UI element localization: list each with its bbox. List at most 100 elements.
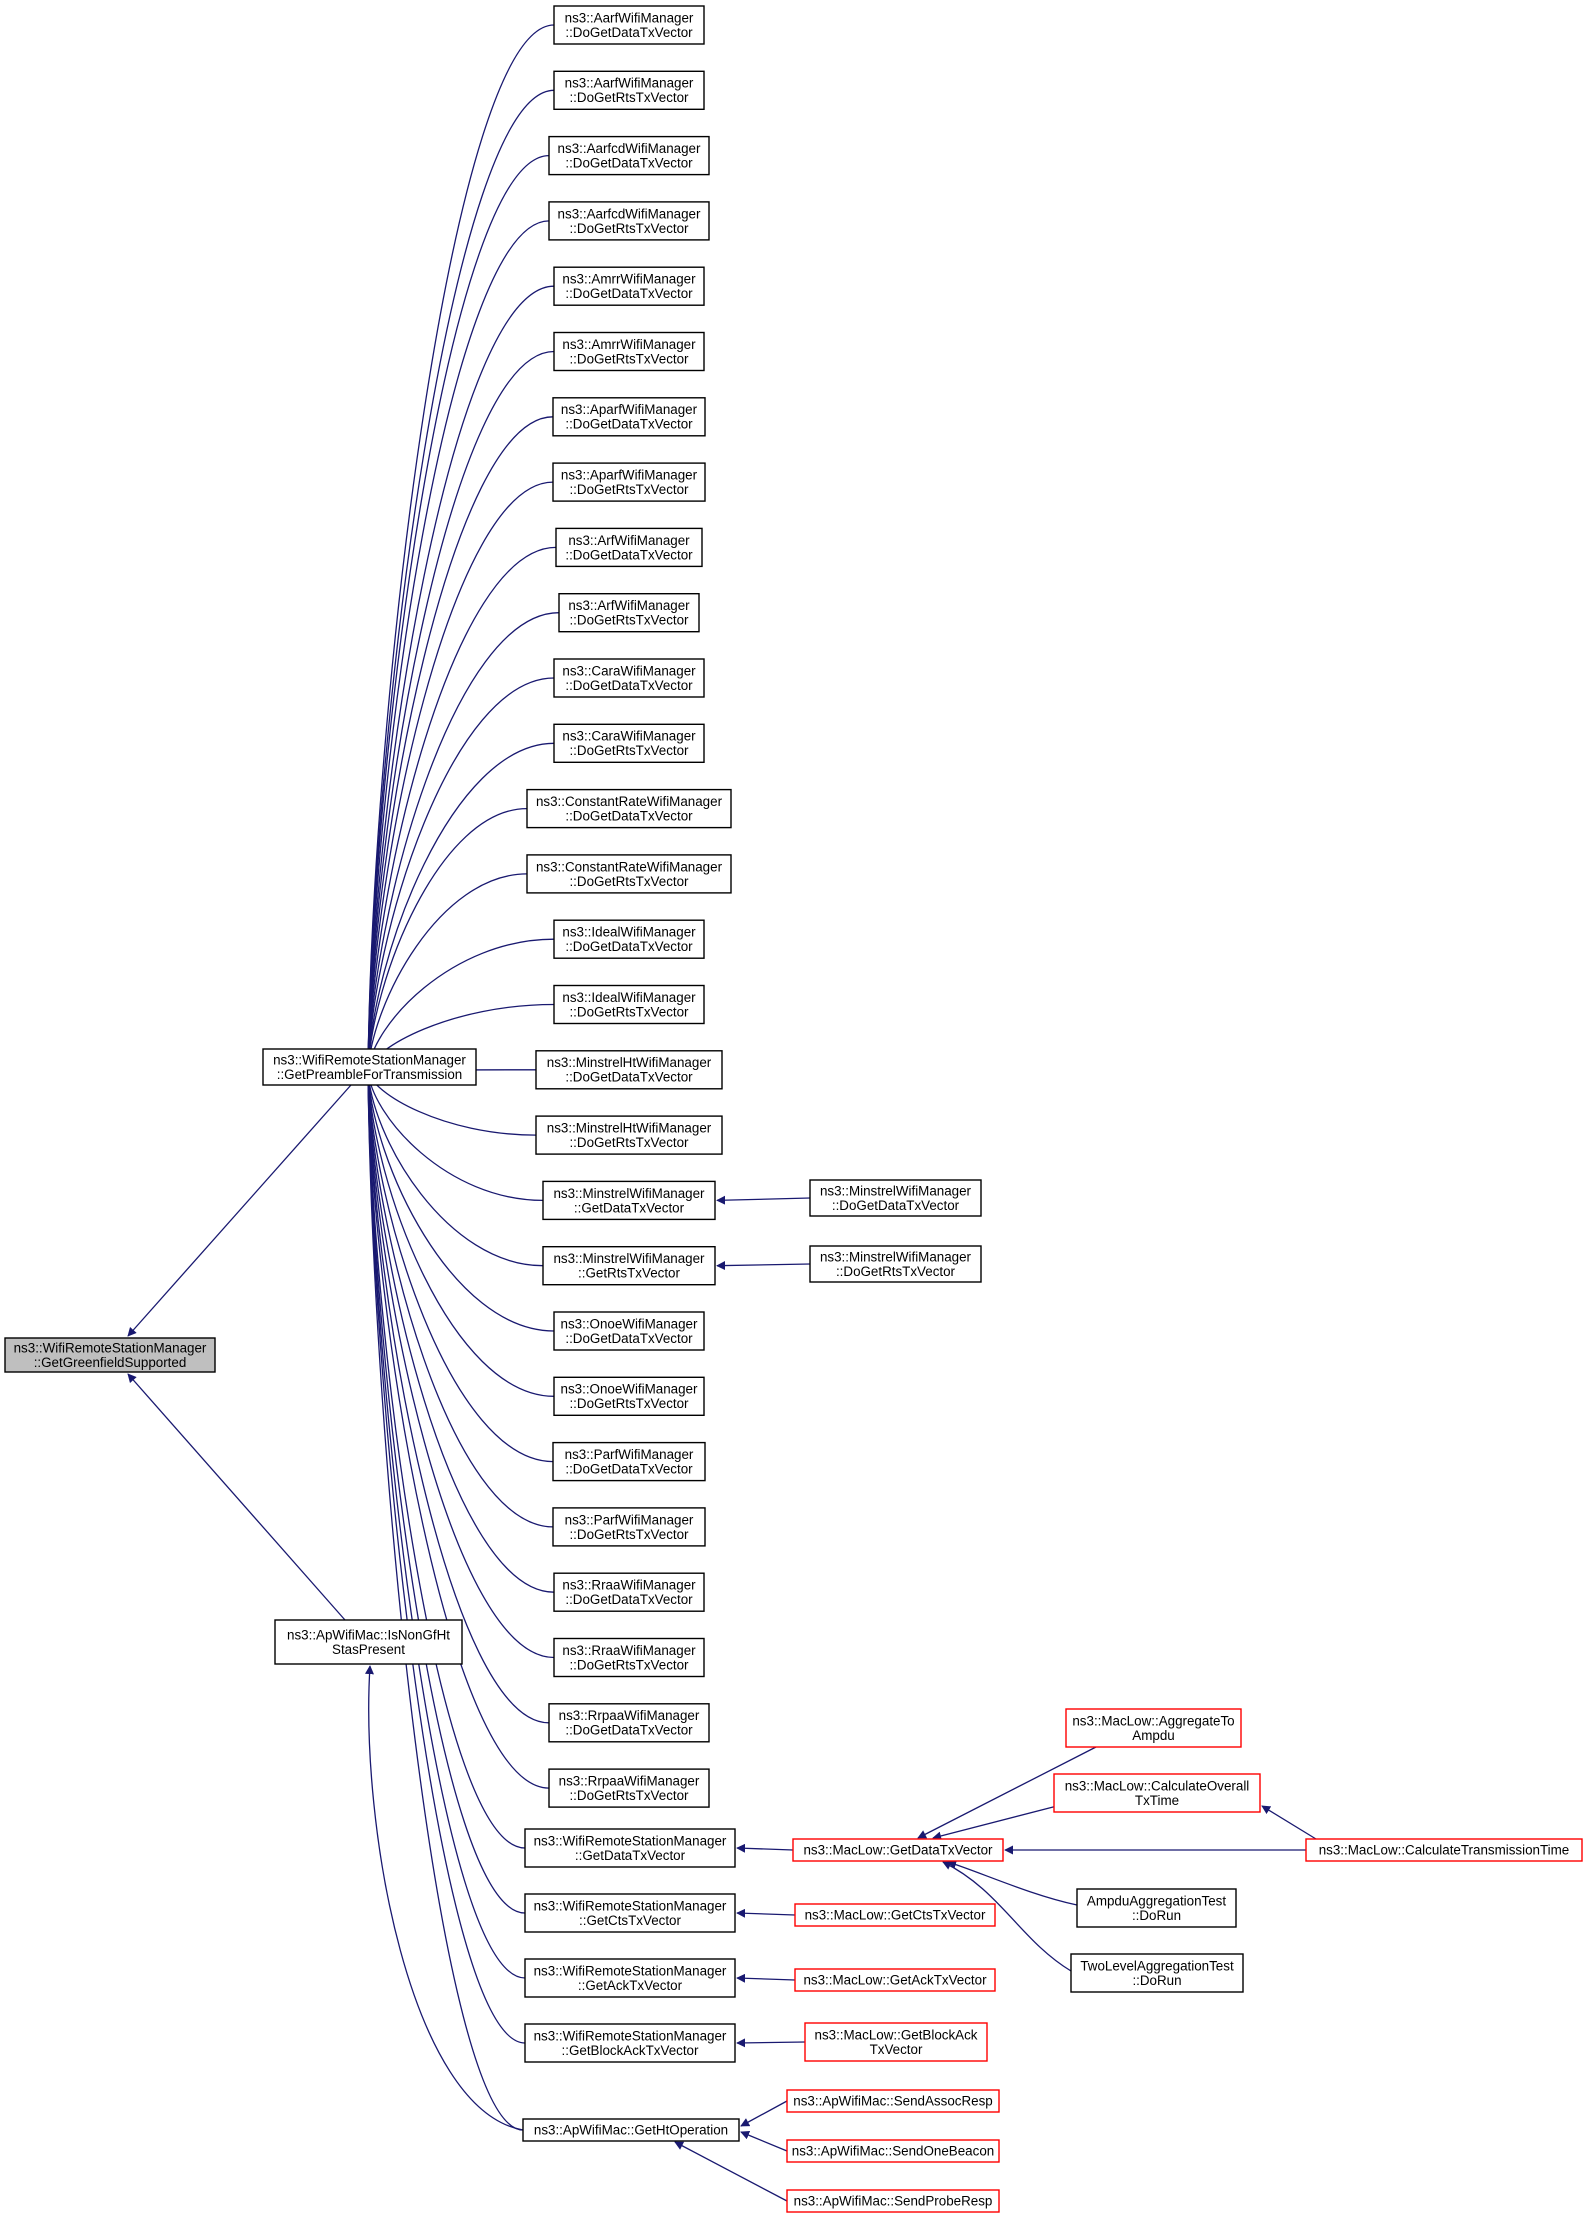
node-beacon[interactable]: ns3::ApWifiMac::SendOneBeacon: [786, 2139, 1000, 2163]
node-preamble[interactable]: ns3::WifiRemoteStationManager::GetPreamb…: [262, 1048, 477, 1086]
node-m18[interactable]: ns3::MinstrelWifiManager::DoGetDataTxVec…: [809, 1179, 982, 1217]
node-n30[interactable]: ns3::WifiRemoteStationManager::GetAckTxV…: [524, 1958, 736, 1998]
node-label-line: ns3::MinstrelWifiManager: [553, 1251, 705, 1266]
node-n16[interactable]: ns3::MinstrelHtWifiManager::DoGetDataTxV…: [535, 1050, 723, 1090]
node-n20[interactable]: ns3::OnoeWifiManager::DoGetDataTxVector: [553, 1311, 705, 1351]
node-box: [1070, 1953, 1244, 1993]
node-m19[interactable]: ns3::MinstrelWifiManager::DoGetRtsTxVect…: [809, 1245, 982, 1283]
node-assoc[interactable]: ns3::ApWifiMac::SendAssocResp: [786, 2089, 1000, 2113]
node-n10[interactable]: ns3::CaraWifiManager::DoGetDataTxVector: [553, 658, 705, 698]
edge-m19-to-n19: [716, 1261, 811, 1271]
node-n32[interactable]: ns3::ApWifiMac::GetHtOperation: [522, 2118, 740, 2142]
node-label-line: ns3::ArfWifiManager: [568, 598, 690, 613]
node-box: [553, 1376, 705, 1417]
node-n12[interactable]: ns3::ConstantRateWifiManager::DoGetDataT…: [526, 788, 732, 829]
node-box: [524, 1958, 736, 1998]
node-n8[interactable]: ns3::ArfWifiManager::DoGetDataTxVector: [555, 527, 703, 568]
node-n9[interactable]: ns3::ArfWifiManager::DoGetRtsTxVector: [558, 593, 700, 633]
edge-n28-to-preamble: [363, 1070, 526, 1849]
node-n6[interactable]: ns3::AparfWifiManager::DoGetDataTxVector: [552, 397, 706, 437]
node-n11[interactable]: ns3::CaraWifiManager::DoGetRtsTxVector: [553, 723, 705, 763]
node-label-line: ns3::MacLow::GetAckTxVector: [803, 1973, 987, 1988]
edge-n23-to-preamble: [363, 1070, 554, 1528]
node-label-line: ns3::ConstantRateWifiManager: [536, 859, 723, 874]
node-n2[interactable]: ns3::AarfcdWifiManager::DoGetDataTxVecto…: [548, 135, 710, 176]
node-box: [804, 2022, 988, 2062]
node-box: [552, 1441, 706, 1482]
node-label-line: ::DoGetRtsTxVector: [569, 743, 689, 758]
edge-n26-to-preamble: [363, 1070, 550, 1724]
node-label-line: ::DoGetRtsTxVector: [569, 1788, 689, 1803]
node-n14[interactable]: ns3::IdealWifiManager::DoGetDataTxVector: [553, 919, 705, 959]
node-macdata[interactable]: ns3::MacLow::GetDataTxVector: [792, 1838, 1004, 1862]
node-n1[interactable]: ns3::AarfWifiManager::DoGetRtsTxVector: [553, 70, 705, 111]
node-n17[interactable]: ns3::MinstrelHtWifiManager::DoGetRtsTxVe…: [535, 1115, 723, 1155]
node-n24[interactable]: ns3::RraaWifiManager::DoGetDataTxVector: [553, 1572, 705, 1612]
node-n27[interactable]: ns3::RrpaaWifiManager::DoGetRtsTxVector: [548, 1768, 710, 1808]
node-label-line: ::DoGetRtsTxVector: [569, 482, 689, 497]
node-box: [522, 2118, 740, 2142]
node-focus[interactable]: ns3::WifiRemoteStationManager::GetGreenf…: [4, 1337, 216, 1373]
node-label-line: ns3::WifiRemoteStationManager: [273, 1052, 466, 1067]
node-n25[interactable]: ns3::RraaWifiManager::DoGetRtsTxVector: [553, 1637, 705, 1678]
node-label-line: ns3::ParfWifiManager: [565, 1447, 694, 1462]
edge-n7-to-preamble: [363, 481, 554, 1072]
edge-calctx-to-calcov: [1261, 1805, 1317, 1840]
node-n5[interactable]: ns3::AmrrWifiManager::DoGetRtsTxVector: [553, 331, 705, 372]
node-box: [526, 854, 732, 894]
node-label-line: ::DoGetRtsTxVector: [569, 1657, 689, 1672]
node-probe[interactable]: ns3::ApWifiMac::SendProbeResp: [786, 2189, 1000, 2213]
node-label-line: ::GetDataTxVector: [575, 1848, 686, 1863]
node-label-line: ns3::MacLow::GetDataTxVector: [803, 1843, 993, 1858]
node-n31[interactable]: ns3::WifiRemoteStationManager::GetBlockA…: [524, 2023, 736, 2063]
node-label-line: ::GetRtsTxVector: [578, 1266, 680, 1281]
node-label-line: ::DoGetDataTxVector: [565, 286, 693, 301]
node-twolevel[interactable]: TwoLevelAggregationTest::DoRun: [1070, 1953, 1244, 1993]
node-box: [1305, 1838, 1583, 1862]
node-n19[interactable]: ns3::MinstrelWifiManager::GetRtsTxVector: [542, 1245, 716, 1286]
node-box: [786, 2139, 1000, 2163]
node-n18[interactable]: ns3::MinstrelWifiManager::GetDataTxVecto…: [542, 1180, 716, 1221]
node-n26[interactable]: ns3::RrpaaWifiManager::DoGetDataTxVector: [548, 1703, 710, 1743]
node-label-line: ns3::AarfcdWifiManager: [558, 206, 701, 221]
node-box: [555, 527, 703, 568]
node-n0[interactable]: ns3::AarfWifiManager::DoGetDataTxVector: [553, 5, 705, 45]
node-label-line: ::DoGetDataTxVector: [565, 939, 693, 954]
node-label-line: ::DoRun: [1132, 1973, 1181, 1988]
node-label-line: ns3::MacLow::GetCtsTxVector: [805, 1908, 986, 1923]
node-n13[interactable]: ns3::ConstantRateWifiManager::DoGetRtsTx…: [526, 854, 732, 894]
node-macack[interactable]: ns3::MacLow::GetAckTxVector: [794, 1968, 996, 1992]
node-label-line: AmpduAggregationTest: [1087, 1893, 1226, 1908]
node-label-line: TxVector: [870, 2042, 923, 2057]
node-n28[interactable]: ns3::WifiRemoteStationManager::GetDataTx…: [524, 1828, 736, 1868]
node-label-line: ns3::MinstrelHtWifiManager: [547, 1055, 712, 1070]
node-n7[interactable]: ns3::AparfWifiManager::DoGetRtsTxVector: [552, 462, 706, 502]
node-box: [524, 1828, 736, 1868]
node-macblock[interactable]: ns3::MacLow::GetBlockAckTxVector: [804, 2022, 988, 2062]
node-n3[interactable]: ns3::AarfcdWifiManager::DoGetRtsTxVector: [548, 201, 710, 241]
edge-n6-to-preamble: [363, 416, 554, 1072]
node-label-line: ::GetGreenfieldSupported: [34, 1355, 187, 1370]
node-n23[interactable]: ns3::ParfWifiManager::DoGetRtsTxVector: [552, 1507, 706, 1547]
node-box: [553, 658, 705, 698]
node-n4[interactable]: ns3::AmrrWifiManager::DoGetDataTxVector: [553, 266, 705, 306]
node-box: [1076, 1888, 1237, 1928]
edge-n1-to-preamble: [363, 89, 555, 1072]
node-label-line: ns3::RraaWifiManager: [562, 1643, 696, 1658]
node-label-line: ns3::MacLow::AggregateTo: [1072, 1713, 1234, 1728]
node-n21[interactable]: ns3::OnoeWifiManager::DoGetRtsTxVector: [553, 1376, 705, 1417]
node-maccts[interactable]: ns3::MacLow::GetCtsTxVector: [794, 1903, 996, 1927]
node-n22[interactable]: ns3::ParfWifiManager::DoGetDataTxVector: [552, 1441, 706, 1482]
edge-twolevel-to-macdata: [942, 1861, 1072, 1972]
edge-n12-to-preamble: [363, 807, 528, 1072]
node-n15[interactable]: ns3::IdealWifiManager::DoGetRtsTxVector: [553, 984, 705, 1025]
node-ampdutest[interactable]: AmpduAggregationTest::DoRun: [1076, 1888, 1237, 1928]
node-box: [262, 1048, 477, 1086]
node-label-line: ns3::AmrrWifiManager: [562, 272, 696, 287]
node-calctx[interactable]: ns3::MacLow::CalculateTransmissionTime: [1305, 1838, 1583, 1862]
node-label-line: ::GetBlockAckTxVector: [562, 2043, 699, 2058]
node-n29[interactable]: ns3::WifiRemoteStationManager::GetCtsTxV…: [524, 1893, 736, 1933]
